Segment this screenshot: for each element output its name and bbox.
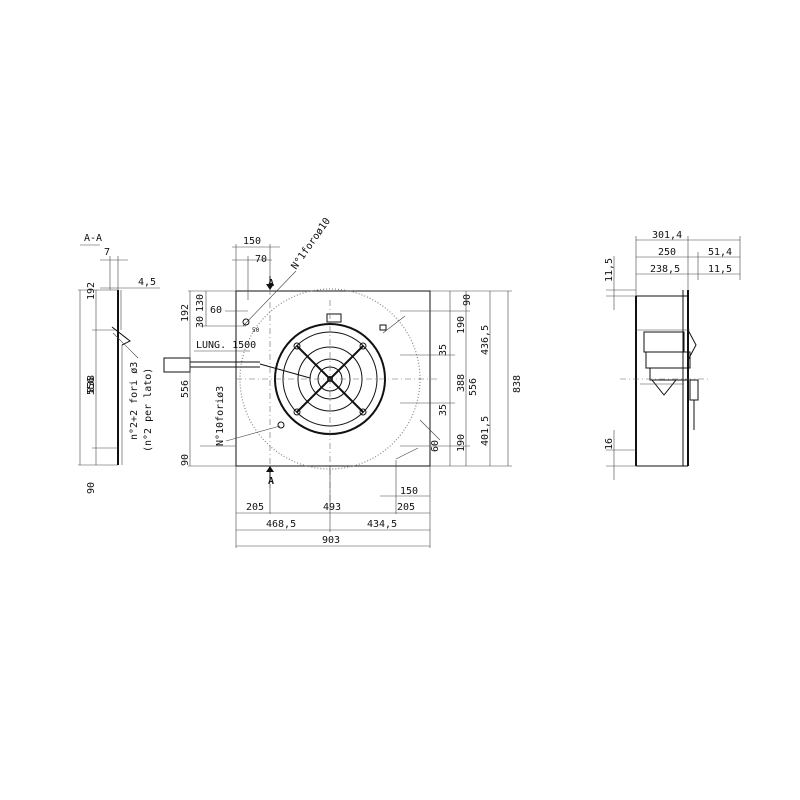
dim-thickness: 4,5 bbox=[138, 277, 156, 288]
side-view: 301,4 250 51,4 238,5 11,5 11,5 16 bbox=[604, 230, 741, 480]
dim-right-60: 60 bbox=[430, 440, 441, 452]
dim-side-51: 51,4 bbox=[708, 247, 732, 258]
dim-right-35b: 35 bbox=[438, 404, 449, 416]
section-marker-top: A bbox=[268, 278, 274, 289]
dim-bottom-434: 434,5 bbox=[367, 519, 397, 530]
dim-side-238: 238,5 bbox=[650, 264, 680, 275]
dim-right-35a: 35 bbox=[438, 344, 449, 356]
holes-note: n°2+2 fori ø3 bbox=[129, 362, 140, 440]
dim-838: 838 bbox=[86, 375, 97, 393]
dim-side-11-right: 11,5 bbox=[708, 264, 732, 275]
small-dim-note: 50 bbox=[252, 327, 260, 334]
dim-right-436: 436,5 bbox=[480, 325, 491, 355]
front-view: LUNG. 1500 A A 150 70 60 N°1foroø10 50 1… bbox=[163, 216, 523, 548]
dim-offset-7: 7 bbox=[104, 247, 110, 258]
dim-bottom-493: 493 bbox=[323, 502, 341, 513]
hole-note: N°1foroø10 bbox=[289, 216, 333, 272]
dim-bottom-903: 903 bbox=[322, 535, 340, 546]
section-title: A-A bbox=[84, 233, 102, 244]
dim-side-250: 250 bbox=[658, 247, 676, 258]
dim-192: 192 bbox=[86, 282, 97, 300]
section-marker-bottom: A bbox=[268, 476, 274, 487]
dim-90: 90 bbox=[86, 482, 97, 494]
dim-bottom-205-right: 205 bbox=[397, 502, 415, 513]
dim-right-190a: 190 bbox=[456, 316, 467, 334]
dim-right-190b: 190 bbox=[456, 434, 467, 452]
dim-bottom-205-left: 205 bbox=[246, 502, 264, 513]
dim-right-556: 556 bbox=[468, 378, 479, 396]
dim-left-130: 130 bbox=[195, 294, 206, 312]
dim-top-150: 150 bbox=[243, 236, 261, 247]
dim-bottom-468: 468,5 bbox=[266, 519, 296, 530]
holes-note-front: N°10foriø3 bbox=[215, 386, 226, 446]
dim-left-30: 30 bbox=[195, 316, 206, 328]
dim-left-90: 90 bbox=[180, 454, 191, 466]
dim-556: 556 bbox=[86, 377, 97, 395]
dim-side-16: 16 bbox=[604, 438, 615, 450]
dim-top-60: 60 bbox=[210, 305, 222, 316]
dim-right-838: 838 bbox=[512, 375, 523, 393]
dim-left-556: 556 bbox=[180, 380, 191, 398]
dim-top-70: 70 bbox=[255, 254, 267, 265]
cable-length-note: LUNG. 1500 bbox=[196, 340, 256, 351]
holes-note-sub: (n°2 per lato) bbox=[143, 368, 154, 452]
dim-right-388: 388 bbox=[456, 374, 467, 392]
dim-right-401: 401,5 bbox=[480, 416, 491, 446]
dim-side-11-left: 11,5 bbox=[604, 258, 615, 282]
dim-bottom-150: 150 bbox=[400, 486, 418, 497]
dim-left-192: 192 bbox=[180, 304, 191, 322]
section-view-a-a: A-A 7 4,5 838 192 556 90 n°2+2 fori ø3 (… bbox=[78, 233, 160, 494]
dim-right-90: 90 bbox=[462, 294, 473, 306]
dim-side-301: 301,4 bbox=[652, 230, 682, 241]
